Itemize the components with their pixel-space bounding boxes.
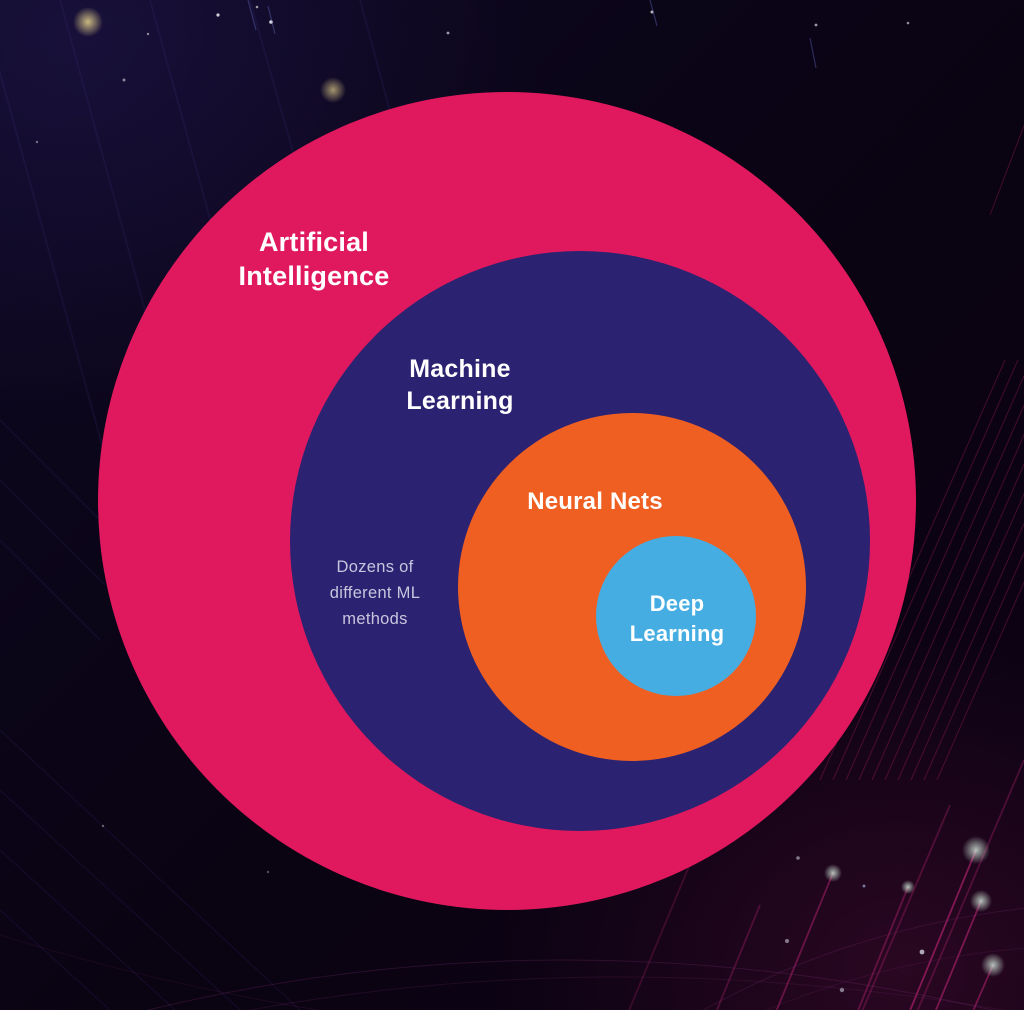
ml-methods-note: Dozens of different ML methods	[329, 558, 421, 628]
top-trails-decor	[247, 0, 817, 69]
artificial-intelligence-label: Artificial Intelligence	[238, 227, 390, 291]
bottomright-streaks-decor	[628, 759, 1024, 1010]
glow-topleft	[73, 7, 103, 37]
bottomleft-lines-decor	[0, 419, 301, 1010]
star-dots-decor	[35, 5, 910, 874]
glow-upper	[320, 77, 346, 103]
circle-deep-learning: Deep Learning	[596, 536, 756, 696]
machine-learning-label: Machine Learning	[406, 355, 514, 415]
deep-learning-label: Deep Learning	[629, 591, 725, 646]
neural-nets-label: Neural Nets	[527, 488, 663, 515]
bottom-arcs-decor	[0, 907, 1024, 1010]
streak-glow-heads	[785, 836, 1005, 993]
